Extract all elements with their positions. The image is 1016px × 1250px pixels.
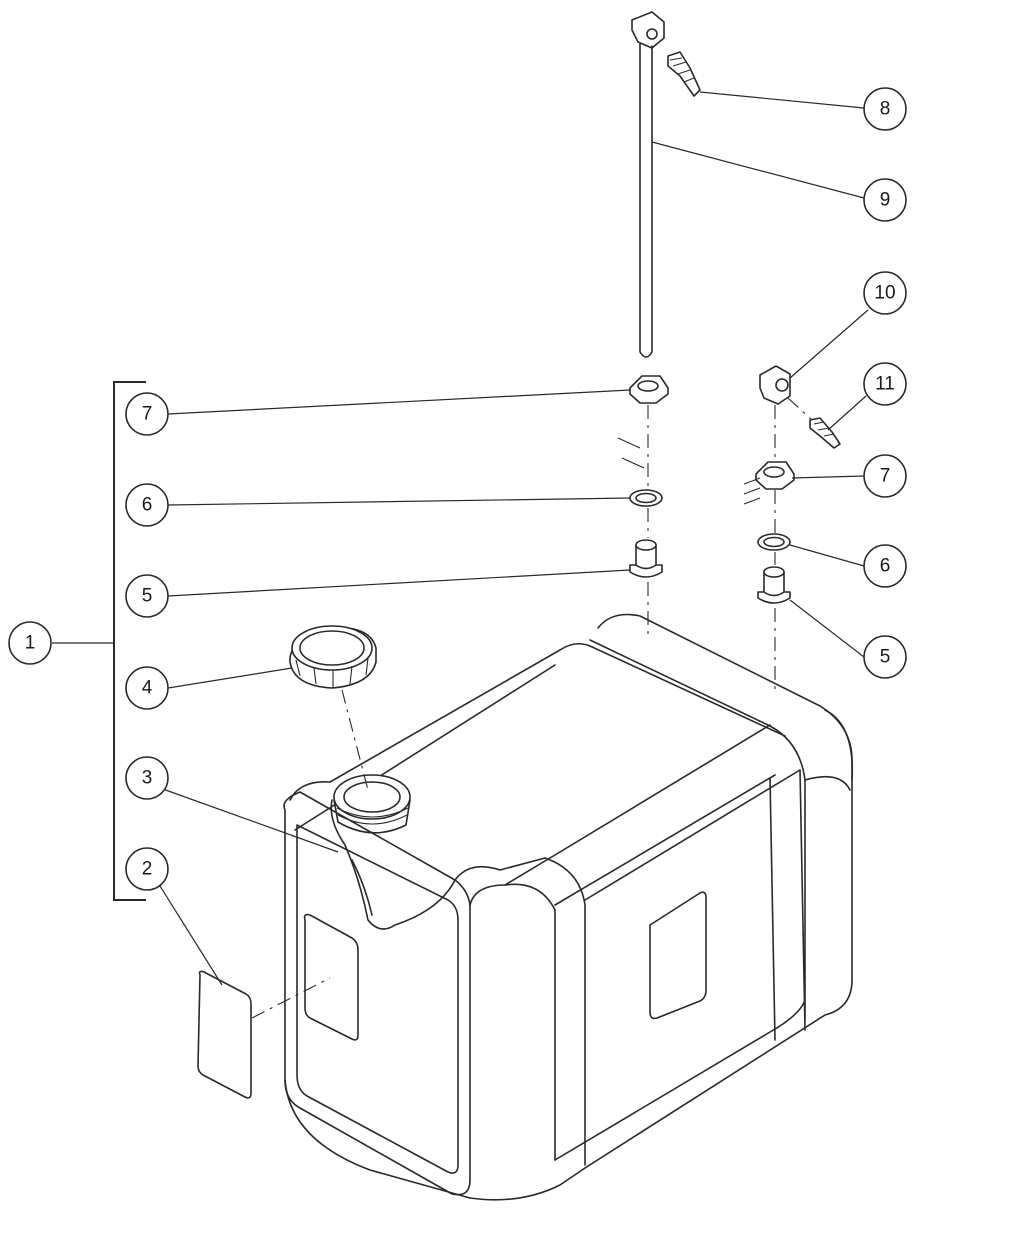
label-plate: [197, 970, 252, 1099]
callout-3: 3: [125, 756, 169, 800]
callout-1-label: 1: [25, 633, 36, 654]
callout-10-label: 10: [874, 283, 895, 304]
washer-right: [757, 533, 791, 551]
callout-4-label: 4: [142, 678, 153, 699]
callout-6-right-label: 6: [880, 556, 891, 577]
assembly-bracket: [52, 381, 146, 901]
callout-5-left: 5: [125, 574, 169, 618]
callout-5-left-label: 5: [142, 586, 153, 607]
filler-cap: [289, 625, 377, 689]
barb-right: [809, 417, 841, 449]
dip-tube-assembly: [631, 11, 701, 358]
assembly-centerlines: [251, 397, 813, 1019]
grommet-right: [757, 566, 791, 604]
callout-1: 1: [8, 621, 52, 665]
callout-7-right-label: 7: [880, 466, 891, 487]
callout-4: 4: [125, 666, 169, 710]
callout-6-left-label: 6: [142, 495, 153, 516]
callout-2-label: 2: [142, 859, 153, 880]
callout-2: 2: [125, 847, 169, 891]
callout-7-left: 7: [125, 392, 169, 436]
callout-8: 8: [863, 87, 907, 131]
callout-8-label: 8: [880, 99, 891, 120]
nut-left: [629, 375, 669, 404]
callout-7-left-label: 7: [142, 404, 153, 425]
callout-9: 9: [863, 178, 907, 222]
callout-6-left: 6: [125, 483, 169, 527]
leader-lines: [159, 91, 869, 986]
callout-6-right: 6: [863, 544, 907, 588]
callout-9-label: 9: [880, 190, 891, 211]
callout-10: 10: [863, 271, 907, 315]
grommet-left: [629, 539, 663, 578]
washer-left: [629, 489, 663, 507]
elbow-right: [759, 365, 791, 405]
callout-5-right-label: 5: [880, 647, 891, 668]
callout-3-label: 3: [142, 768, 153, 789]
callout-11: 11: [863, 362, 907, 406]
callout-7-right: 7: [863, 454, 907, 498]
nut-right: [755, 461, 795, 490]
callout-11-label: 11: [875, 374, 895, 395]
tank-body: [283, 613, 854, 1201]
callout-5-right: 5: [863, 635, 907, 679]
